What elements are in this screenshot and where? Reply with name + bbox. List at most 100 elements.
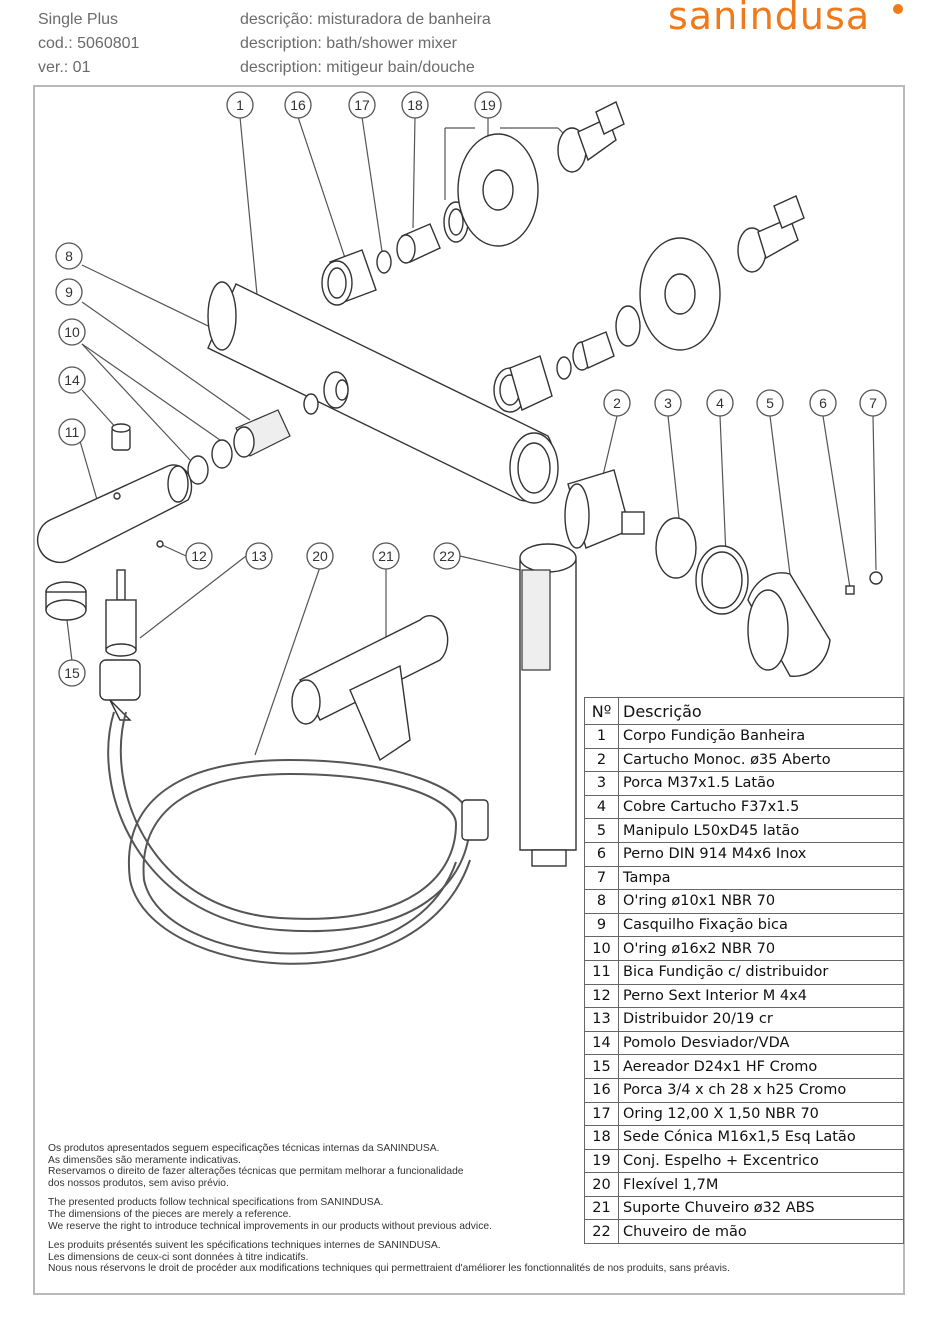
- part-description-cell: Conj. Espelho + Excentrico: [618, 1148, 904, 1174]
- product-name: Single Plus: [38, 11, 119, 28]
- part-oring-10b: [187, 455, 209, 485]
- part-handle-5: [747, 572, 831, 678]
- part-description-cell: Suporte Chuveiro ø32 ABS: [618, 1195, 904, 1221]
- part-number-cell: 20: [584, 1172, 619, 1197]
- part-oring-17-b: [556, 356, 572, 380]
- note-line: As dimensões são meramente indicativas.: [48, 1154, 241, 1166]
- header-descriptions: descrição: misturadora de banheira descr…: [240, 8, 491, 80]
- part-description-cell: Porca 3/4 x ch 28 x h25 Cromo: [618, 1077, 904, 1103]
- description-pt: descrição: misturadora de banheira: [240, 11, 491, 28]
- part-number-cell: 13: [584, 1007, 619, 1032]
- part-screw-6: [845, 585, 855, 595]
- drawing-frame: [33, 85, 905, 1295]
- part-number-cell: 9: [584, 912, 619, 938]
- svg-text:16: 16: [290, 97, 306, 113]
- svg-text:4: 4: [716, 395, 724, 411]
- part-description-cell: Cartucho Monoc. ø35 Aberto: [618, 747, 904, 773]
- part-oring-17: [376, 250, 392, 274]
- part-seat-18: [396, 223, 441, 264]
- part-number-cell: 10: [584, 936, 619, 961]
- part-seat-18-b: [572, 331, 615, 371]
- part-description-cell: Perno Sext Interior M 4x4: [618, 983, 904, 1009]
- svg-text:1: 1: [236, 97, 244, 113]
- part-cover-4: [695, 545, 749, 615]
- callout-21: 21: [372, 542, 400, 570]
- svg-text:3: 3: [664, 395, 672, 411]
- part-number-cell: 14: [584, 1030, 619, 1056]
- part-description-cell: Cobre Cartucho F37x1.5: [618, 794, 904, 820]
- svg-text:20: 20: [312, 548, 328, 564]
- product-version: ver.: 01: [38, 59, 91, 76]
- notes-fr: Les produits présentés suivent les spéci…: [48, 1240, 898, 1275]
- part-escutcheon-19-b: [615, 195, 805, 351]
- svg-text:8: 8: [65, 248, 73, 264]
- part-number-cell: 19: [584, 1148, 619, 1174]
- part-bushing-9: [233, 409, 291, 458]
- callout-17: 17: [348, 91, 376, 119]
- notes-en: The presented products follow technical …: [48, 1197, 898, 1232]
- part-number-cell: 3: [584, 771, 619, 796]
- part-description-cell: Aereador D24x1 HF Cromo: [618, 1054, 904, 1079]
- part-oring-10a: [211, 439, 233, 469]
- callout-10: 10: [58, 318, 86, 346]
- callout-14: 14: [58, 366, 86, 394]
- part-aerator-15: [45, 581, 87, 621]
- note-line: Les produits présentés suivent les spéci…: [48, 1240, 441, 1252]
- callout-19: 19: [474, 91, 502, 119]
- table-header-row: Nº Descrição: [584, 697, 904, 725]
- svg-text:2: 2: [613, 395, 621, 411]
- svg-text:14: 14: [64, 372, 80, 388]
- part-number-cell: 5: [584, 818, 619, 843]
- part-cartridge-2: [564, 469, 645, 549]
- svg-text:5: 5: [766, 395, 774, 411]
- callout-11: 11: [58, 418, 86, 446]
- part-knob-14: [111, 423, 131, 451]
- part-number-cell: 15: [584, 1054, 619, 1079]
- callout-13: 13: [245, 542, 273, 570]
- part-screw-12: [156, 540, 164, 548]
- part-description-cell: Perno DIN 914 M4x6 Inox: [618, 841, 904, 867]
- description-en: description: bath/shower mixer: [240, 35, 457, 52]
- part-description-cell: Distribuidor 20/19 cr: [618, 1007, 904, 1032]
- svg-text:13: 13: [251, 548, 267, 564]
- part-support-21: [291, 615, 449, 762]
- part-description-cell: Pomolo Desviador/VDA: [618, 1030, 904, 1056]
- callout-12: 12: [185, 542, 213, 570]
- part-description-cell: Bica Fundição c/ distribuidor: [618, 959, 904, 985]
- callout-8: 8: [55, 242, 83, 270]
- svg-text:7: 7: [869, 395, 877, 411]
- callout-3: 3: [654, 389, 682, 417]
- note-line: We reserve the right to introduce techni…: [48, 1220, 492, 1232]
- svg-text:15: 15: [64, 665, 80, 681]
- part-hose-20: [99, 659, 489, 965]
- callout-18: 18: [401, 91, 429, 119]
- note-line: Reservamos o direito de fazer alterações…: [48, 1166, 464, 1178]
- part-number-cell: 6: [584, 841, 619, 867]
- part-description-cell: Tampa: [618, 865, 904, 891]
- part-number-cell: 21: [584, 1195, 619, 1221]
- callout-16: 16: [284, 91, 312, 119]
- part-spout-11: [36, 464, 193, 564]
- svg-text:17: 17: [354, 97, 370, 113]
- note-line: Nous nous réservons le droit de procéder…: [48, 1263, 730, 1275]
- part-description-cell: O'ring ø10x1 NBR 70: [618, 889, 904, 914]
- callout-22: 22: [433, 542, 461, 570]
- svg-text:12: 12: [191, 548, 207, 564]
- logo-dot-icon: [893, 4, 903, 14]
